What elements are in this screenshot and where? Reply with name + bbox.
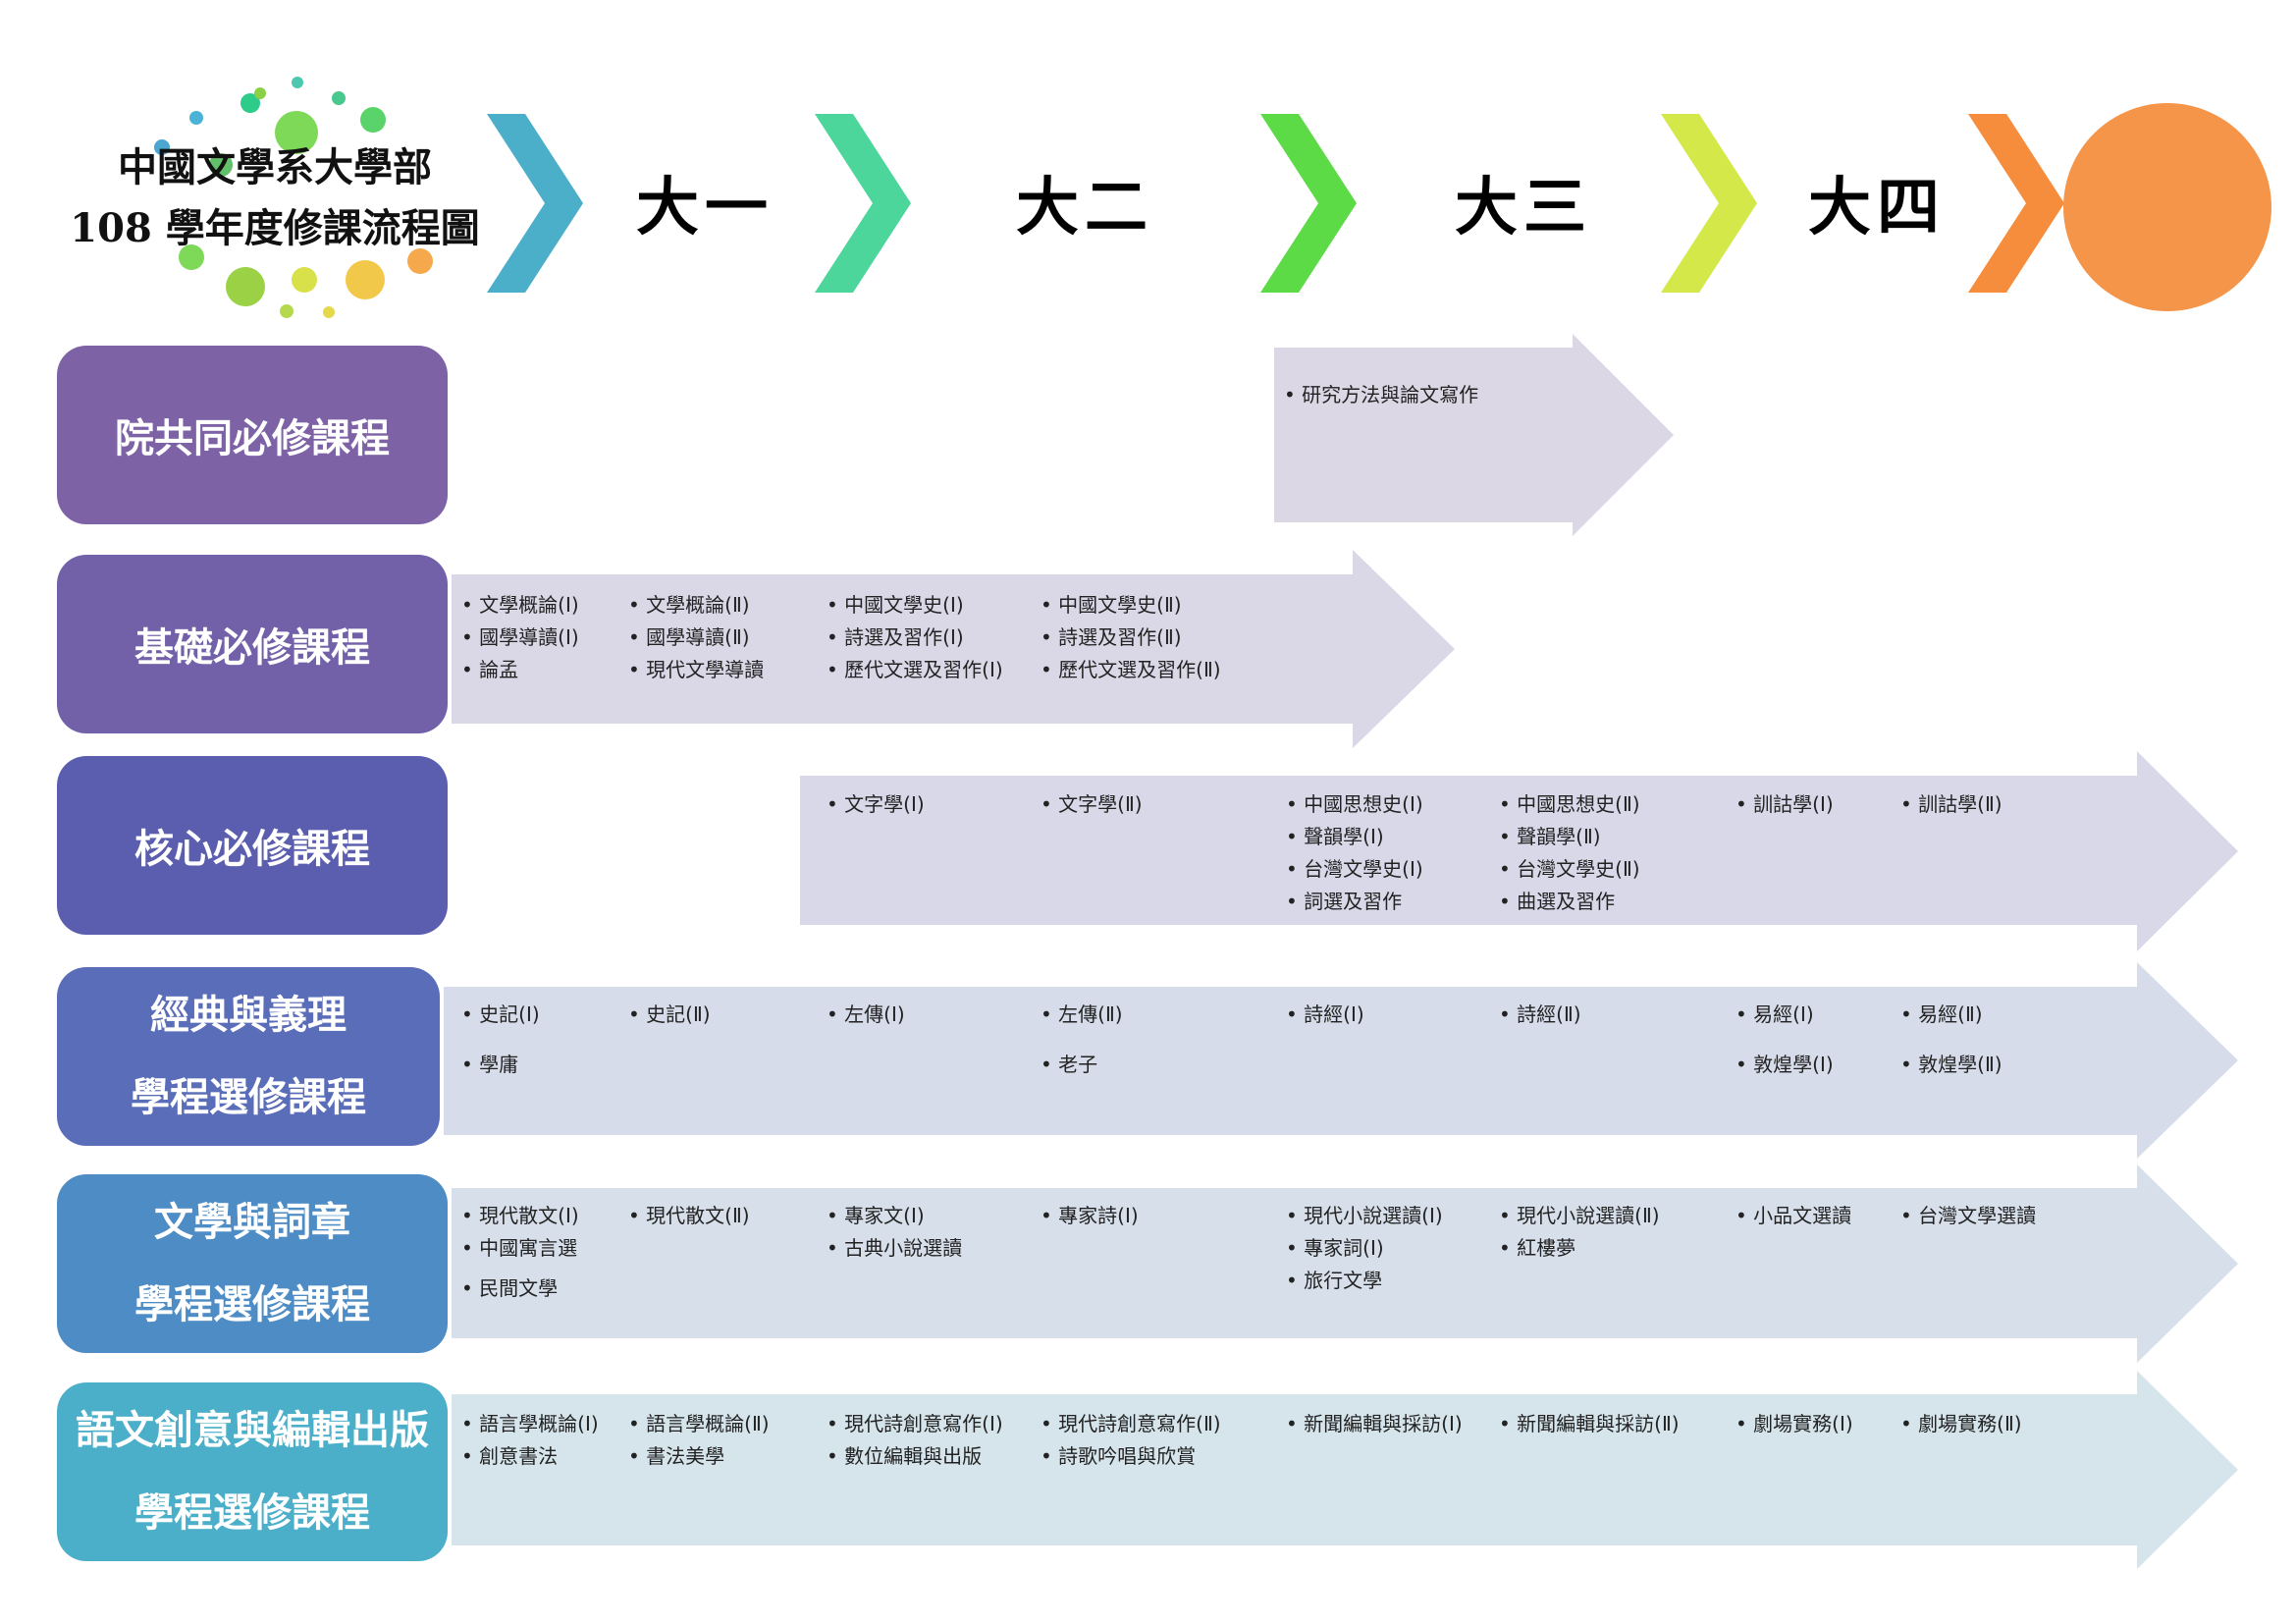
course-item: 中國文學史(Ⅰ) [827, 589, 964, 618]
course-item: 詞選及習作 [1286, 886, 1402, 914]
course-item: 新聞編輯與採訪(Ⅱ) [1499, 1408, 1679, 1436]
course-item: 新聞編輯與採訪(Ⅰ) [1286, 1408, 1463, 1436]
year-label-3: 大三 [1455, 171, 1592, 244]
course-item: 現代文學導讀 [628, 654, 764, 682]
course-item: 老子 [1041, 1049, 1097, 1077]
course-item: 聲韻學(Ⅰ) [1286, 821, 1384, 849]
course-item: 劇場實務(Ⅰ) [1735, 1408, 1853, 1436]
course-item: 詩選及習作(Ⅱ) [1041, 622, 1181, 650]
course-item: 詩歌吟唱與欣賞 [1041, 1440, 1196, 1469]
course-item: 台灣文學史(Ⅱ) [1499, 853, 1639, 882]
category-core-label: 核心必修課程 [134, 827, 370, 872]
course-item: 國學導讀(Ⅰ) [461, 622, 579, 650]
arrow-literature [452, 1164, 2238, 1363]
course-item: 中國寓言選 [461, 1232, 577, 1261]
course-item: 現代詩創意寫作(Ⅱ) [1041, 1408, 1220, 1436]
course-item: 現代散文(Ⅰ) [461, 1200, 579, 1228]
diagram-title: 中國文學系大學部 108 學年度修課流程圖 [49, 137, 501, 259]
year-label-1: 大一 [636, 171, 774, 244]
category-literature: 文學與詞章 學程選修課程 [57, 1174, 448, 1353]
category-core: 核心必修課程 [57, 756, 448, 935]
course-item: 數位編輯與出版 [827, 1440, 982, 1469]
chevron-2 [815, 114, 911, 293]
course-item: 歷代文選及習作(Ⅰ) [827, 654, 1003, 682]
category-creative: 語文創意與編輯出版 學程選修課程 [57, 1382, 448, 1561]
course-item: 訓詁學(Ⅰ) [1735, 788, 1834, 817]
course-item: 專家文(Ⅰ) [827, 1200, 925, 1228]
row-arrows [444, 334, 2238, 1569]
course-item: 論孟 [461, 654, 518, 682]
course-item: 文字學(Ⅱ) [1041, 788, 1142, 817]
arrow-college [1274, 334, 1674, 536]
course-item: 語言學概論(Ⅰ) [461, 1408, 599, 1436]
course-item: 劇場實務(Ⅱ) [1900, 1408, 2021, 1436]
course-item: 左傳(Ⅰ) [827, 999, 905, 1027]
course-item: 中國思想史(Ⅱ) [1499, 788, 1639, 817]
chevron-5 [1968, 114, 2064, 293]
course-item: 紅樓夢 [1499, 1232, 1575, 1261]
course-item: 易經(Ⅰ) [1735, 999, 1814, 1027]
course-item: 文學概論(Ⅰ) [461, 589, 579, 618]
course-item: 研究方法與論文寫作 [1284, 379, 1478, 407]
arrow-core [800, 751, 2238, 951]
course-item: 曲選及習作 [1499, 886, 1615, 914]
course-item: 中國思想史(Ⅰ) [1286, 788, 1423, 817]
category-literature-label-1: 文學與詞章 [154, 1200, 350, 1245]
year-label-4: 大四 [1808, 171, 1946, 244]
title-line-1: 中國文學系大學部 [118, 144, 432, 190]
course-item: 專家詩(Ⅰ) [1041, 1200, 1139, 1228]
end-circle [2063, 103, 2271, 311]
category-classics-label-1: 經典與義理 [150, 993, 347, 1038]
arrow-creative [452, 1371, 2238, 1569]
course-item: 學庸 [461, 1049, 518, 1077]
category-classics: 經典與義理 學程選修課程 [57, 967, 440, 1146]
course-item: 現代小說選讀(Ⅰ) [1286, 1200, 1443, 1228]
course-item: 詩選及習作(Ⅰ) [827, 622, 964, 650]
course-item: 歷代文選及習作(Ⅱ) [1041, 654, 1220, 682]
category-creative-label-1: 語文創意與編輯出版 [76, 1408, 429, 1453]
course-item: 現代小說選讀(Ⅱ) [1499, 1200, 1659, 1228]
course-item: 小品文選讀 [1735, 1200, 1851, 1228]
course-item: 台灣文學選讀 [1900, 1200, 2036, 1228]
category-literature-label-2: 學程選修課程 [134, 1282, 370, 1327]
course-item: 文學概論(Ⅱ) [628, 589, 749, 618]
course-item: 民間文學 [461, 1272, 558, 1301]
course-item: 易經(Ⅱ) [1900, 999, 1982, 1027]
course-item: 詩經(Ⅰ) [1286, 999, 1364, 1027]
year-label-2: 大二 [1016, 171, 1153, 244]
course-item: 專家詞(Ⅰ) [1286, 1232, 1384, 1261]
course-item: 語言學概論(Ⅱ) [628, 1408, 769, 1436]
course-item: 現代散文(Ⅱ) [628, 1200, 749, 1228]
course-item: 左傳(Ⅱ) [1041, 999, 1122, 1027]
course-item: 史記(Ⅱ) [628, 999, 710, 1027]
course-item: 敦煌學(Ⅰ) [1735, 1049, 1834, 1077]
course-item: 詩經(Ⅱ) [1499, 999, 1580, 1027]
category-basic-label: 基礎必修課程 [134, 625, 370, 671]
course-item: 旅行文學 [1286, 1265, 1382, 1293]
course-item: 中國文學史(Ⅱ) [1041, 589, 1181, 618]
course-item: 古典小說選讀 [827, 1232, 962, 1261]
category-creative-label-2: 學程選修課程 [134, 1490, 370, 1536]
course-item: 現代詩創意寫作(Ⅰ) [827, 1408, 1003, 1436]
course-item: 台灣文學史(Ⅰ) [1286, 853, 1423, 882]
title-line-2: 108 學年度修課流程圖 [70, 205, 480, 251]
course-item: 書法美學 [628, 1440, 724, 1469]
course-item: 創意書法 [461, 1440, 558, 1469]
course-item: 敦煌學(Ⅱ) [1900, 1049, 2002, 1077]
category-classics-label-2: 學程選修課程 [131, 1075, 366, 1120]
course-item: 文字學(Ⅰ) [827, 788, 925, 817]
category-college: 院共同必修課程 [57, 346, 448, 524]
chevron-3 [1260, 114, 1357, 293]
decorative-dots [154, 77, 433, 318]
chevron-1 [487, 114, 583, 293]
course-item: 史記(Ⅰ) [461, 999, 540, 1027]
category-college-label: 院共同必修課程 [115, 416, 390, 461]
course-item: 聲韻學(Ⅱ) [1499, 821, 1600, 849]
year-chevrons [487, 103, 2271, 311]
course-item: 國學導讀(Ⅱ) [628, 622, 749, 650]
category-basic: 基礎必修課程 [57, 555, 448, 733]
chevron-4 [1661, 114, 1757, 293]
course-item: 訓詁學(Ⅱ) [1900, 788, 2002, 817]
